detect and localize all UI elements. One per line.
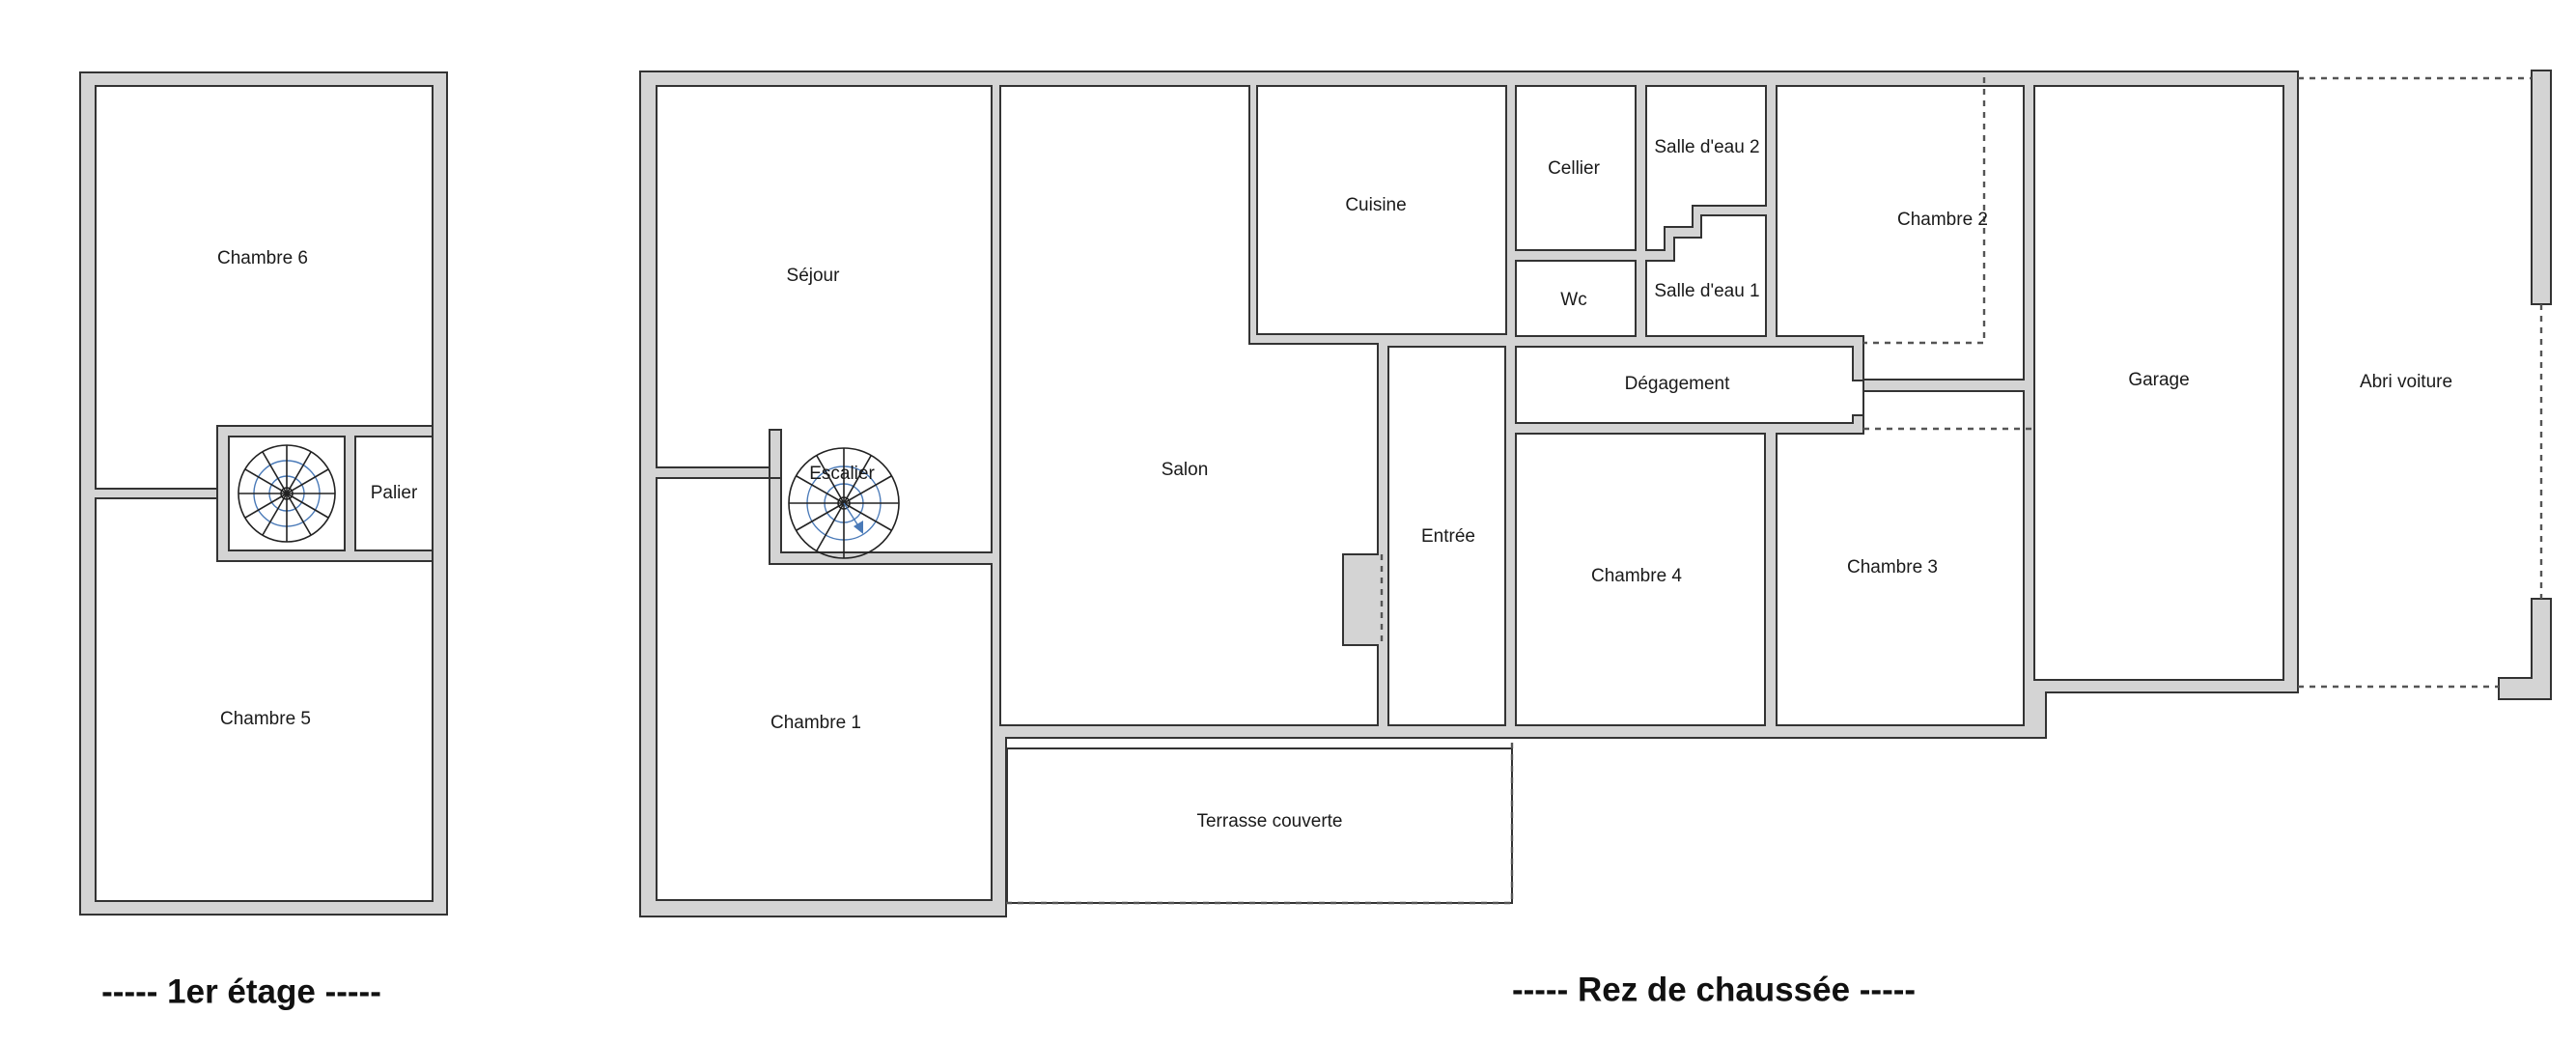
ground-floor-plan: Séjour Escalier Chambre 1 Salon Cuisine … (639, 70, 2552, 917)
label-chambre-3: Chambre 3 (1847, 557, 1938, 578)
label-cuisine: Cuisine (1345, 195, 1406, 215)
label-abri-voiture: Abri voiture (2360, 372, 2452, 392)
label-chambre-5: Chambre 5 (220, 709, 311, 729)
label-garage: Garage (2128, 370, 2189, 390)
room-terrasse-couverte (1006, 747, 1513, 904)
label-cellier: Cellier (1548, 158, 1601, 179)
terrasse-dashed-edge (1006, 738, 1514, 905)
room-chambre-4 (1515, 433, 1766, 726)
room-sejour (656, 85, 993, 553)
stair-arrow-head (854, 521, 863, 534)
label-salle-eau-1: Salle d'eau 1 (1654, 281, 1759, 301)
label-wc: Wc (1560, 290, 1586, 310)
room-salle-eau-1 (1645, 214, 1767, 337)
label-escalier: Escalier (809, 464, 875, 484)
room-chambre-3 (1776, 390, 2025, 726)
spiral-staircase-icon (238, 444, 336, 543)
caption-first-floor: ----- 1er étage ----- (101, 973, 381, 1010)
label-salle-eau-2: Salle d'eau 2 (1654, 137, 1759, 157)
label-salon: Salon (1162, 460, 1209, 480)
spiral-staircase-icon (788, 447, 900, 559)
room-salle-eau-2 (1645, 85, 1767, 251)
label-chambre-4: Chambre 4 (1591, 566, 1682, 586)
label-sejour: Séjour (787, 266, 841, 286)
label-palier: Palier (371, 483, 418, 503)
stair-direction-arrow (843, 502, 858, 525)
label-degagement: Dégagement (1625, 374, 1731, 394)
room-entree (1387, 346, 1506, 726)
room-palier (354, 436, 434, 551)
room-chambre-2 (1776, 85, 2025, 381)
room-garage (2033, 85, 2284, 681)
room-cellier (1515, 85, 1637, 251)
carport-post-top (2531, 70, 2552, 305)
room-chambre-6 (95, 85, 434, 490)
label-chambre-1: Chambre 1 (770, 713, 861, 733)
stair-stub-wall (769, 429, 782, 479)
caption-ground-floor: ----- Rez de chaussée ----- (1512, 971, 1916, 1008)
label-chambre-6: Chambre 6 (217, 248, 308, 268)
dashed-boundaries (1006, 76, 2543, 905)
label-terrasse-couverte: Terrasse couverte (1196, 811, 1342, 832)
room-wc (1515, 260, 1637, 337)
first-floor-plan: Chambre 6 Chambre 5 Palier (79, 71, 448, 916)
label-entree: Entrée (1421, 526, 1475, 547)
label-chambre-2: Chambre 2 (1897, 210, 1988, 230)
room-salon (999, 85, 1379, 726)
carport-post-bottom (2498, 598, 2552, 700)
room-cuisine (1256, 85, 1507, 335)
